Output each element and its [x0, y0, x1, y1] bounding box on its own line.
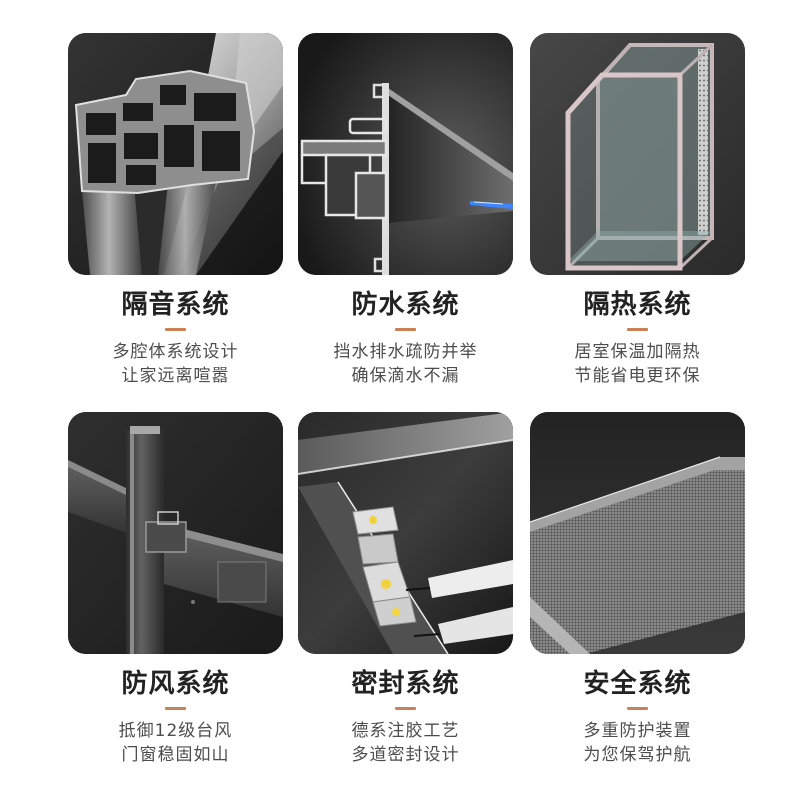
feature-desc-line: 门窗稳固如山 [121, 745, 230, 765]
feature-card-windproof: 防风系统 抵御12级台风 门窗稳固如山 [68, 412, 283, 772]
cavity [160, 85, 186, 105]
title-divider [395, 328, 416, 331]
feature-image-waterproof [298, 33, 513, 275]
feature-card-safety: 安全系统 多重防护装置 为您保驾护航 [530, 412, 745, 772]
cavity [194, 93, 236, 121]
spacer-bar [698, 49, 708, 235]
top-frame-bar [298, 412, 513, 475]
cavity [86, 113, 116, 135]
feature-card-insulation: 隔热系统 居室保温加隔热 节能省电更环保 [530, 33, 745, 393]
feature-desc-line: 挡水排水疏防并举 [333, 342, 478, 362]
feature-desc-line: 居室保温加隔热 [574, 342, 701, 362]
feature-title: 防风系统 [121, 669, 230, 699]
feature-desc-line: 为您保驾护航 [583, 745, 692, 765]
feature-description: 德系注胶工艺 多道密封设计 [298, 719, 513, 767]
feature-card-sealing: 密封系统 德系注胶工艺 多道密封设计 [298, 412, 513, 772]
feature-desc-line: 让家远离喧嚣 [121, 366, 230, 386]
feature-description: 居室保温加隔热 节能省电更环保 [530, 340, 745, 388]
feature-desc-line: 节能省电更环保 [574, 366, 701, 386]
title-divider [627, 707, 648, 710]
cavity [126, 165, 156, 185]
feature-description: 抵御12级台风 门窗稳固如山 [68, 719, 283, 767]
glue-nozzles [405, 560, 513, 644]
feature-image-windproof [68, 412, 283, 654]
feature-image-sealing [298, 412, 513, 654]
glue-point [369, 516, 377, 524]
feature-image-insulation [530, 33, 745, 275]
title-divider [165, 328, 186, 331]
depth-edges [566, 43, 714, 270]
feature-image-soundproof [68, 33, 283, 275]
cavity [164, 125, 194, 167]
feature-title: 安全系统 [583, 669, 692, 699]
soundproof-profile-illustration [68, 33, 283, 275]
drain-light-line [470, 201, 513, 209]
profile-cross-section [300, 117, 388, 220]
feature-desc-line: 确保滴水不漏 [351, 366, 460, 386]
glue-point [392, 608, 400, 616]
profile-cross-section [74, 69, 256, 195]
marker-dot [191, 600, 195, 604]
feature-card-soundproof: 隔音系统 多腔体系统设计 让家远离喧嚣 [68, 33, 283, 393]
sealing-corner-illustration [298, 412, 513, 654]
feature-title: 密封系统 [351, 669, 460, 699]
waterproof-frame-illustration [298, 33, 513, 275]
feature-desc-line: 多重防护装置 [583, 721, 692, 741]
feature-desc-line: 多腔体系统设计 [112, 342, 239, 362]
feature-description: 挡水排水疏防并举 确保滴水不漏 [298, 340, 513, 388]
mullion-transom-illustration [68, 412, 283, 654]
feature-title: 隔热系统 [583, 290, 692, 320]
glue-point [381, 579, 391, 589]
cavity [202, 131, 240, 171]
cavity [123, 103, 153, 121]
profile-extrusion [82, 173, 218, 275]
security-mesh [530, 470, 745, 654]
feature-description: 多重防护装置 为您保驾护航 [530, 719, 745, 767]
front-glass-pane [565, 72, 683, 271]
feature-image-safety [530, 412, 745, 654]
cavity [124, 133, 158, 159]
feature-title: 隔音系统 [121, 290, 230, 320]
frame-face [388, 88, 513, 223]
left-transom [68, 460, 130, 534]
feature-desc-line: 抵御12级台风 [118, 721, 233, 741]
right-transom [164, 524, 283, 617]
mesh-frame [530, 456, 745, 654]
title-divider [627, 328, 648, 331]
cavity [88, 143, 116, 183]
security-mesh-illustration [530, 412, 745, 654]
feature-desc-line: 德系注胶工艺 [351, 721, 460, 741]
feature-card-waterproof: 防水系统 挡水排水疏防并举 确保滴水不漏 [298, 33, 513, 393]
feature-desc-line: 多道密封设计 [351, 745, 460, 765]
bottom-spacer [568, 231, 712, 261]
feature-description: 多腔体系统设计 让家远离喧嚣 [68, 340, 283, 388]
insulating-glass-illustration [530, 33, 745, 275]
connector-bracket [145, 511, 187, 553]
title-divider [165, 707, 186, 710]
feature-title: 防水系统 [351, 290, 460, 320]
title-divider [395, 707, 416, 710]
corner-connectors [352, 506, 417, 627]
